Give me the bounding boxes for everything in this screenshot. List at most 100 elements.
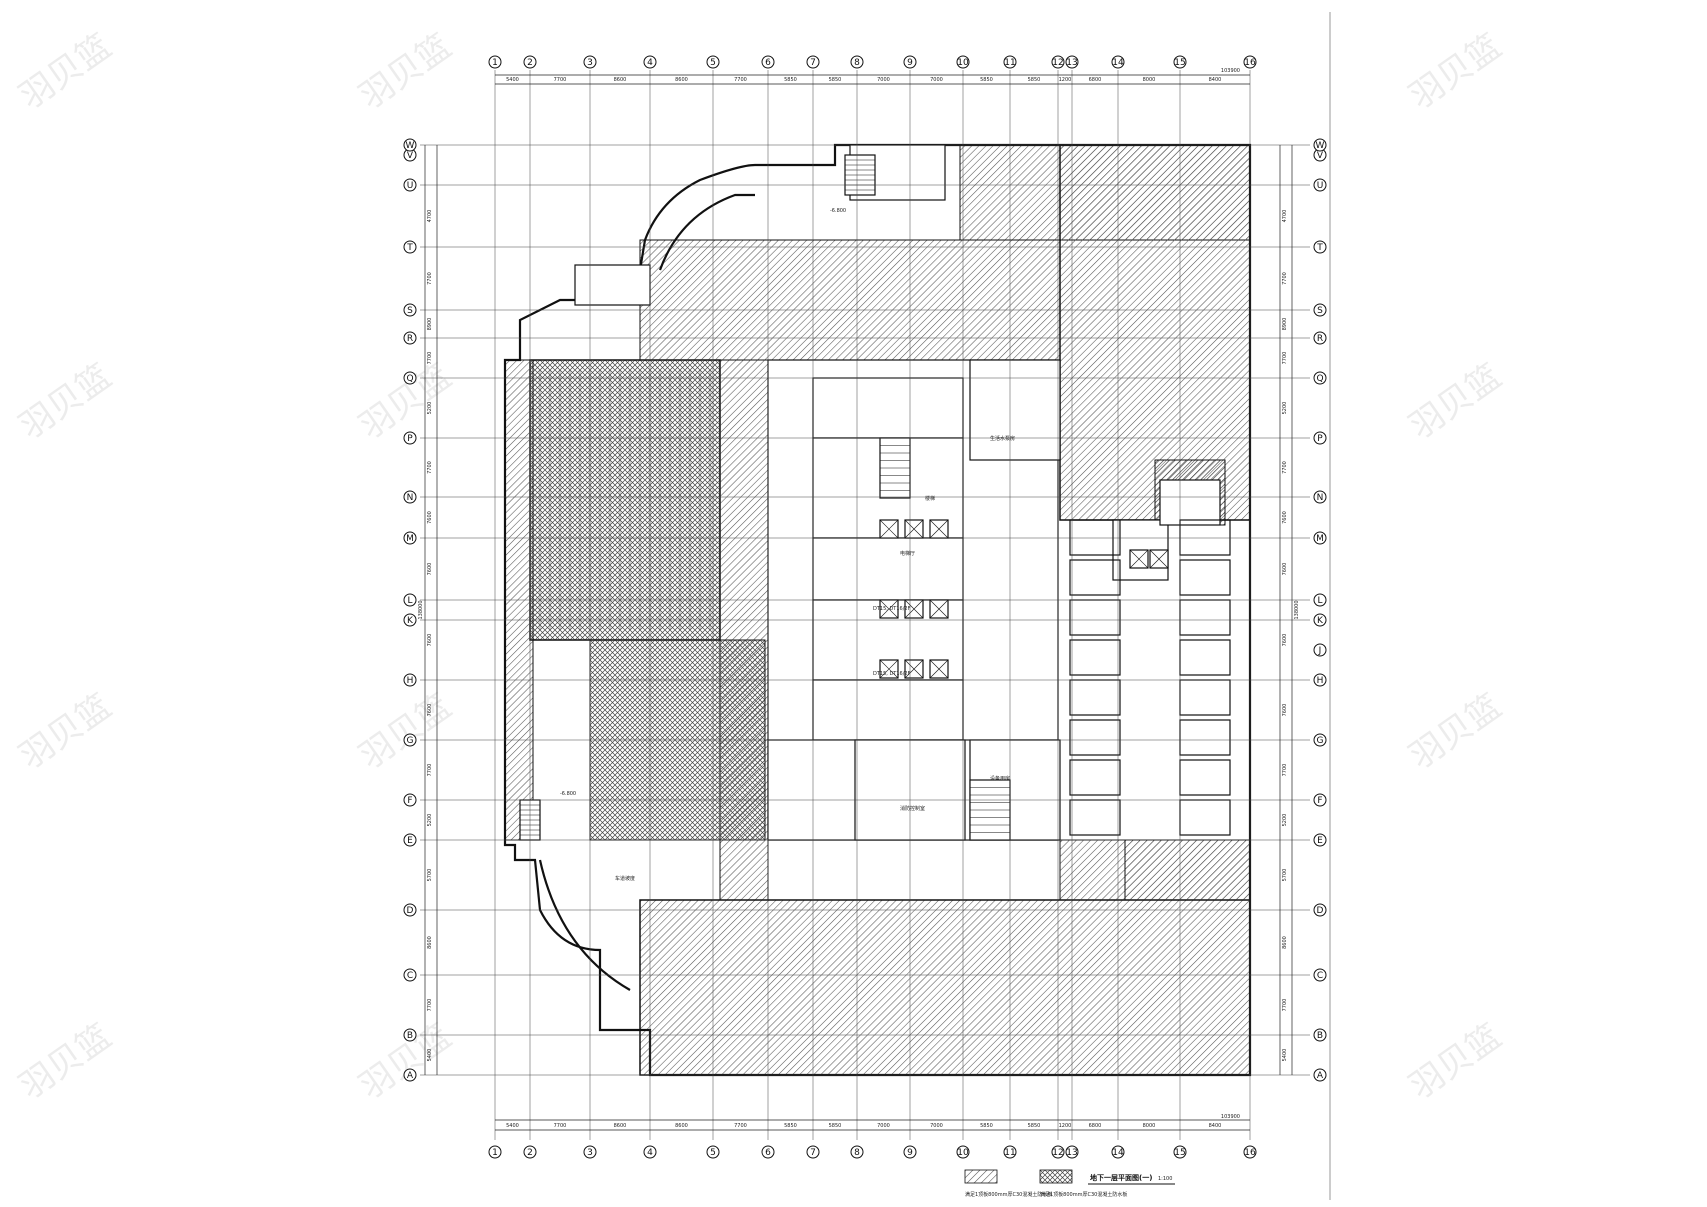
column-bubble-label: 1 <box>492 58 498 68</box>
dimension-text: 7600 <box>1282 511 1288 524</box>
bay <box>1069 799 1121 836</box>
row-bubble-label: B <box>407 1031 413 1041</box>
watermark-text: 羽贝篮 <box>12 686 118 777</box>
row-bubble-left: U <box>403 178 417 192</box>
column-bubble-label: 6 <box>765 58 771 68</box>
dimension-text: 7600 <box>427 563 433 576</box>
row-bubble-label: M <box>406 534 414 544</box>
elevator-cross <box>904 519 924 539</box>
column-bubble-label: 5 <box>710 58 716 68</box>
bay <box>1179 599 1231 636</box>
row-bubble-label: K <box>407 616 414 626</box>
row-bubble-left: W <box>403 138 417 152</box>
column-bubble-label: 15 <box>1174 58 1185 68</box>
row-bubble-right: G <box>1313 733 1327 747</box>
bay <box>1069 679 1121 716</box>
column-bubble-label: 4 <box>647 1148 653 1158</box>
dimension-text: 8600 <box>614 1123 627 1129</box>
row-bubble-right: S <box>1313 303 1327 317</box>
column-bubble-label: 14 <box>1112 58 1124 68</box>
row-bubble-label: U <box>1317 181 1324 191</box>
dimension-text: 8400 <box>1209 1123 1222 1129</box>
column-bubble-label: 9 <box>907 1148 913 1158</box>
column-bubble: 13 <box>1065 1145 1079 1159</box>
row-bubble-label: G <box>1317 736 1324 746</box>
dimension-text: 7700 <box>1282 272 1288 285</box>
dimension-text: 7600 <box>427 634 433 647</box>
column-bubble: 3 <box>583 1145 597 1159</box>
dimension-text: 5200 <box>427 402 433 415</box>
watermark-text: 羽贝篮 <box>12 356 118 447</box>
row-bubble-left: F <box>403 793 417 807</box>
total-dimension-text: 138000 <box>1294 600 1300 619</box>
bay <box>1069 519 1121 556</box>
column-bubble-label: 16 <box>1244 1148 1256 1158</box>
stair <box>969 779 1011 841</box>
dimension-text: 7700 <box>427 461 433 474</box>
dimension-text: 8600 <box>1282 936 1288 949</box>
elevator-cross <box>904 659 924 679</box>
elevator-hall-label: 电梯厅 <box>900 550 915 557</box>
drawing-scale: 1:100 <box>1158 1176 1172 1182</box>
dimension-text: 7700 <box>734 77 747 83</box>
bay <box>1179 639 1231 676</box>
dimension-text: 7000 <box>877 1123 890 1129</box>
row-bubble-right: W <box>1313 138 1327 152</box>
column-bubble: 12 <box>1051 55 1065 69</box>
dimension-text: 7700 <box>554 1123 567 1129</box>
dimension-text: 7700 <box>427 352 433 365</box>
total-dimension-text: 103900 <box>1221 68 1240 74</box>
row-bubble-label: J <box>1318 646 1322 656</box>
bay <box>1069 759 1121 796</box>
row-bubble-right: E <box>1313 833 1327 847</box>
lift-group-1-label: DT15, DT16/2F <box>873 606 911 612</box>
core-room <box>812 679 964 741</box>
watermark-text: 羽贝篮 <box>12 1016 118 1107</box>
column-bubble-label: 11 <box>1004 58 1015 68</box>
row-bubble-right: B <box>1313 1028 1327 1042</box>
dimension-text: 5200 <box>1282 402 1288 415</box>
row-bubble-right: C <box>1313 968 1327 982</box>
dimension-text: 7000 <box>930 1123 943 1129</box>
core-room <box>969 359 1061 461</box>
column-bubble: 4 <box>643 1145 657 1159</box>
dimension-text: 7700 <box>427 272 433 285</box>
dimension-text: 7000 <box>877 77 890 83</box>
elevator-cross <box>1149 549 1169 569</box>
row-bubble-label: R <box>407 334 413 344</box>
row-bubble-right: M <box>1313 531 1327 545</box>
dimension-text: 7700 <box>734 1123 747 1129</box>
legend-text-1: 满足1顶板800mm厚C30混凝土防水板 <box>965 1191 1052 1198</box>
dimension-text: 5700 <box>1282 869 1288 882</box>
row-bubble-right: A <box>1313 1068 1327 1082</box>
dimension-text: 8600 <box>614 77 627 83</box>
row-bubble-label: B <box>1317 1031 1323 1041</box>
row-bubble-left: R <box>403 331 417 345</box>
column-grid-bubbles: 1122334455667788991010111112121313141415… <box>488 55 1257 1159</box>
column-bubble: 13 <box>1065 55 1079 69</box>
dimension-text: 7600 <box>427 704 433 717</box>
column-bubble-label: 10 <box>957 58 969 68</box>
row-bubble-label: N <box>1317 493 1324 503</box>
dimension-text: 1200 <box>1059 77 1072 83</box>
column-bubble: 1 <box>488 1145 502 1159</box>
row-bubble-label: C <box>407 971 413 981</box>
column-bubble: 7 <box>806 1145 820 1159</box>
column-bubble-label: 1 <box>492 1148 498 1158</box>
row-bubble-label: V <box>407 151 414 161</box>
row-bubble-label: T <box>1316 243 1323 253</box>
dimension-text: 1200 <box>1059 1123 1072 1129</box>
dimension-text: 6800 <box>1089 1123 1102 1129</box>
column-bubble-label: 14 <box>1112 1148 1124 1158</box>
column-bubble-label: 16 <box>1244 58 1256 68</box>
row-bubble-label: K <box>1317 616 1324 626</box>
column-bubble: 4 <box>643 55 657 69</box>
column-bubble: 16 <box>1243 55 1257 69</box>
dimension-text: 8000 <box>1143 77 1156 83</box>
watermark-text: 羽贝篮 <box>352 26 458 117</box>
core-room <box>812 377 964 439</box>
column-bubble-label: 7 <box>810 58 816 68</box>
dimension-text: 8900 <box>1282 318 1288 331</box>
bay <box>1069 719 1121 756</box>
column-bubble: 5 <box>706 55 720 69</box>
